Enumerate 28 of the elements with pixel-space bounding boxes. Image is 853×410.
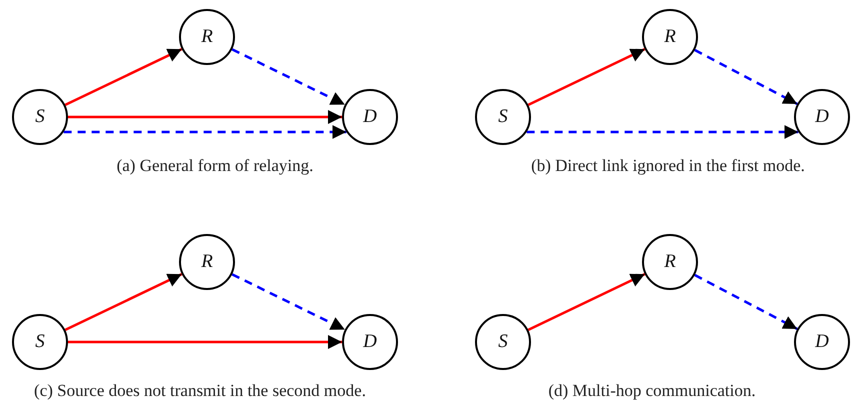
arrow bbox=[528, 272, 646, 332]
subfigure-caption: (d) Multi-hop communication. bbox=[548, 381, 756, 401]
node-circle: S bbox=[12, 314, 68, 370]
subfigure-caption: (b) Direct link ignored in the first mode. bbox=[531, 156, 805, 176]
arrow bbox=[232, 273, 346, 331]
arrow bbox=[64, 125, 346, 139]
arrow bbox=[68, 335, 342, 349]
subfigure-caption: (a) General form of relaying. bbox=[116, 156, 314, 176]
subfigure-caption: (c) Source does not transmit in the second mode. bbox=[34, 381, 366, 401]
arrow bbox=[694, 274, 798, 330]
arrow bbox=[526, 125, 798, 139]
arrow bbox=[68, 110, 342, 124]
node-circle: R bbox=[642, 9, 698, 65]
arrow bbox=[232, 48, 346, 106]
node-circle: R bbox=[642, 234, 698, 290]
node-circle: D bbox=[794, 314, 850, 370]
node-circle: S bbox=[12, 89, 68, 145]
arrow bbox=[64, 48, 182, 106]
node-circle: R bbox=[179, 9, 235, 65]
arrow bbox=[528, 48, 646, 106]
node-circle: R bbox=[179, 234, 235, 290]
node-circle: S bbox=[475, 314, 531, 370]
node-circle: D bbox=[342, 89, 398, 145]
arrow bbox=[694, 48, 798, 106]
node-circle: D bbox=[342, 314, 398, 370]
node-circle: D bbox=[794, 89, 850, 145]
arrow bbox=[64, 272, 182, 332]
node-circle: S bbox=[475, 89, 531, 145]
